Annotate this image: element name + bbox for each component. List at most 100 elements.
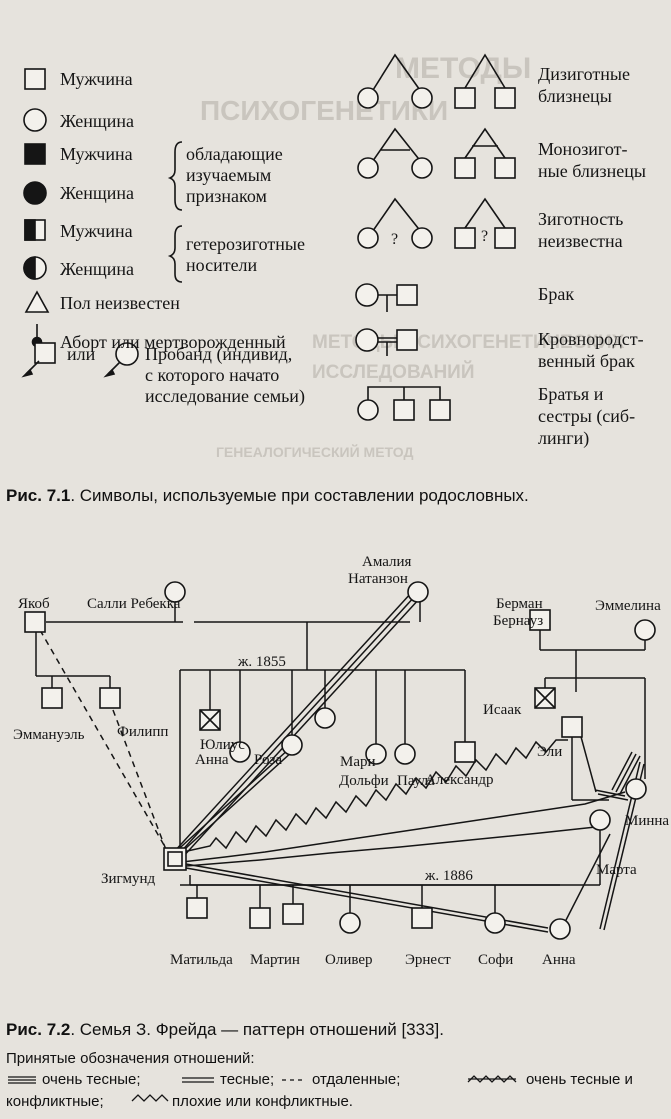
figure-7-2-caption: Рис. 7.2. Семья З. Фрейда — паттерн отно… [6,1020,444,1040]
emmanuel-node [41,687,63,709]
legend-proband-desc-2: с которого начато [145,365,279,385]
legend-affected-desc-1: обладающие [186,144,283,164]
legend-unknown-zygosity-1: Зиготность [538,209,623,229]
roza-label: Роза [254,752,282,768]
rel-distant: отдаленные; [312,1071,401,1088]
zigmund-node [163,847,187,871]
jakob-label: Якоб [18,596,50,612]
ghost-heading-2: ПСИХОГЕНЕТИКИ [200,95,449,126]
legend-siblings-2: сестры (сиб- [538,406,635,427]
affected-male-symbol [24,143,46,165]
ghost-heading-1: МЕТОДЫ [395,52,532,85]
het-male-symbol [24,219,36,241]
legend-unknown-sex-label: Пол неизвестен [60,293,180,313]
legend-proband-desc-1: Пробанд (индивид, [145,344,292,365]
proband-male-symbol [34,342,56,364]
ghost-heading-4: ИССЛЕДОВАНИЙ [312,362,475,383]
oliver-circle-node [339,912,361,934]
sofi-label: Софи [478,952,513,968]
paula-label: Паула [397,773,435,789]
legend-monozygotic-1: Монозигот- [538,139,628,159]
anna1-label: Анна [195,752,229,768]
legend-consanguineous-1: Кровнородст- [538,329,644,349]
figure-7-1-text: . Символы, используемые при составлении … [70,486,529,505]
anna2-node [549,918,571,940]
legend-het-desc-2: носители [186,255,258,275]
legend-siblings-3: линги) [538,428,589,449]
legend-marriage: Брак [538,284,574,304]
jakob-node [24,611,46,633]
oliver-node [282,903,304,925]
unknown-mark-1: ? [391,231,398,248]
unknown-sex-symbol [24,290,50,313]
alexandr-node [454,741,476,763]
amalia-label-1: Амалия [362,554,412,570]
legend-female-label: Женщина [60,111,134,131]
legend-affected-male-label: Мужчина [60,144,133,164]
anna1-node [229,741,251,763]
male-symbol [24,68,46,90]
rel-bad: плохие или конфликтные. [172,1093,353,1110]
rel-conflict-tail: конфликтные; [6,1093,104,1110]
legend-affected-female-label: Женщина [60,183,134,203]
berman-node [529,609,551,631]
berman-label-1: Берман [496,596,543,612]
mari-node [314,707,336,729]
alexandr-label: Александр [425,772,494,788]
rel-very-close: очень тесные; [42,1071,141,1088]
matilda-label: Матильда [170,952,233,968]
emmeline-label: Эммелина [595,598,661,614]
oliver-label: Оливер [325,952,373,968]
legend-abortion-label: Аборт или мертворожденный [60,332,286,352]
figure-7-2-text: . Семья З. Фрейда — паттерн отношений [3… [70,1020,444,1039]
proband-female-symbol [115,342,139,366]
filipp-label: Филипп [117,724,168,740]
legend-male-label: Мужчина [60,69,133,89]
legend-unknown-zygosity-2: неизвестна [538,231,623,251]
emmanuel-label: Эммануэль [13,727,85,743]
eli-node [561,716,583,738]
ernest-node [411,907,433,929]
legend-proband-or: или [67,344,96,364]
legend-het-female-label: Женщина [60,259,134,279]
emmeline-node [634,619,656,641]
filipp-node [99,687,121,709]
sally-label: Салли Ребекка [87,596,181,612]
minna-label: Минна [625,813,669,829]
figure-7-2-label: Рис. 7.2 [6,1020,71,1039]
amalia-node [407,581,429,603]
paula-node [394,743,416,765]
freud-family-pedigree: Якоб Салли Ребекка Амалия Натанзон Берма… [13,554,669,968]
berman-label-2: Бернауз [493,613,543,629]
sally-node [164,581,186,603]
female-symbol [23,108,47,132]
dolfi-node [365,743,387,765]
rel-very-close-conflict: очень тесные и [526,1071,633,1088]
julius-label: Юлиус [200,737,245,753]
rel-close: тесные; [220,1071,275,1088]
isaak-label: Исаак [483,702,522,718]
unknown-mark-2: ? [481,228,488,245]
martin-node [249,907,271,929]
legend-dizygotic-2: близнецы [538,86,612,106]
sofi-node [484,912,506,934]
monozygotic-twins-symbol [367,127,423,169]
relations-legend-symbols [8,1075,517,1102]
figure-7-1-label: Рис. 7.1 [6,486,71,505]
roza-node [281,734,303,756]
symbols-legend-figure: Мужчина Женщина Мужчина Женщина обладающ… [21,53,646,449]
minna-node [625,778,647,800]
legend-siblings-1: Братья и [538,384,604,404]
mari-label: Мари [340,754,376,770]
dizygotic-twins-symbol [367,53,423,99]
legend-het-desc-1: гетерозиготные [186,234,305,254]
legend-het-male-label: Мужчина [60,221,133,241]
relations-title: Принятые обозначения отношений: [6,1050,255,1067]
legend-affected-desc-3: признаком [186,186,267,206]
eli-label: Эли [537,744,562,760]
legend-monozygotic-2: ные близнецы [538,161,646,181]
legend-affected-desc-2: изучаемым [186,165,271,185]
ernest-label: Эрнест [405,952,451,968]
legend-dizygotic-1: Дизиготные [538,64,630,84]
